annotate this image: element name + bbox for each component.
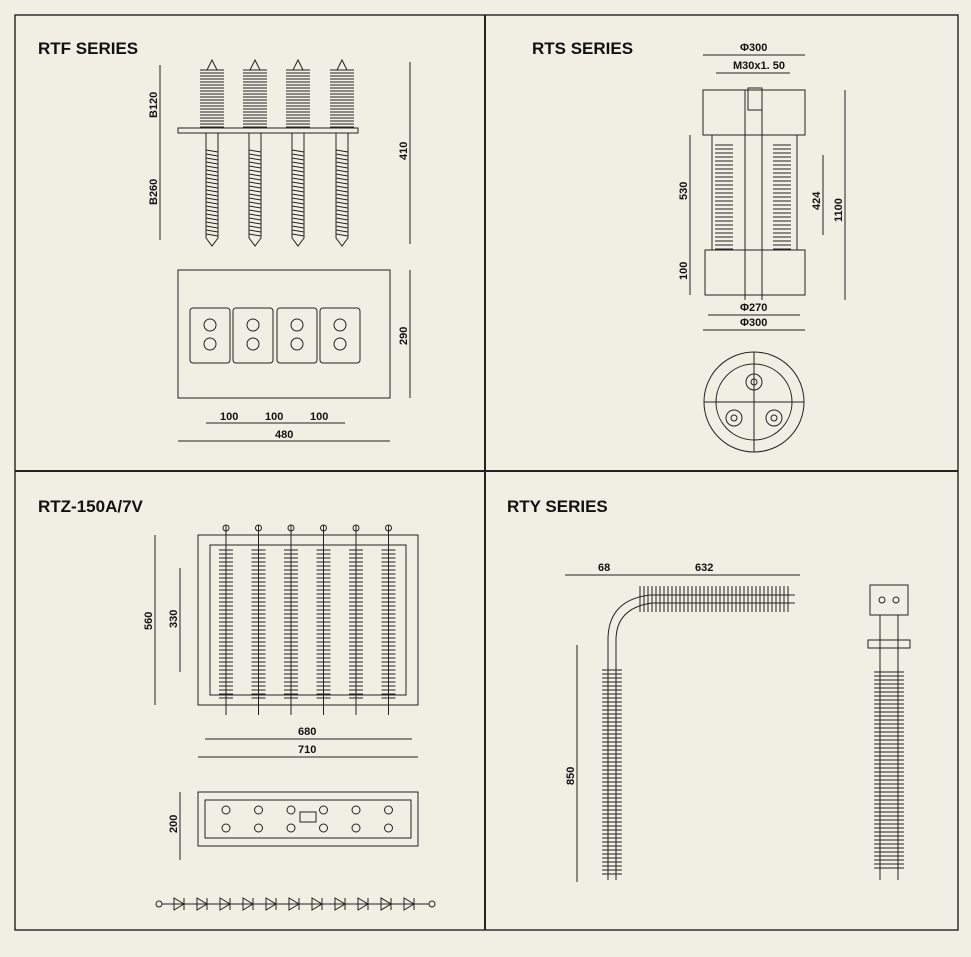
rtz-rod: [251, 524, 266, 715]
rtz-rod: [316, 524, 331, 715]
rtf-rod: [330, 58, 354, 247]
rtz-dim-330: 330: [168, 610, 180, 628]
rtf-resistor-rods: [200, 58, 354, 247]
rtf-rod: [243, 58, 267, 247]
rts-dim-530: 530: [678, 182, 690, 200]
rty-panel: RTY SERIES 68 632 850: [507, 497, 911, 882]
rtz-resistor-rods: [219, 524, 396, 715]
rts-dim-phi270: Φ270: [740, 302, 767, 314]
rtz-rod: [219, 524, 233, 715]
rtz-panel: RTZ-150A/7V 560 330 680 710 200: [38, 497, 436, 911]
diode-symbol: [334, 897, 346, 911]
rts-dim-424: 424: [811, 191, 823, 210]
rtf-dim-480: 480: [275, 429, 293, 441]
rts-dim-phi300-bottom: Φ300: [740, 317, 767, 329]
diode-symbol: [196, 897, 208, 911]
rts-title: RTS SERIES: [532, 39, 633, 58]
rtf-terminal-block: [189, 307, 231, 364]
rts-dim-1100: 1100: [833, 198, 845, 222]
diode-symbol: [380, 897, 392, 911]
diode-symbol: [357, 897, 369, 911]
rty-front-view: [867, 584, 911, 880]
rtz-rod: [349, 524, 363, 715]
rtf-dim-pitch-2: 100: [265, 411, 283, 423]
rts-coils: [715, 144, 791, 250]
rtz-dim-680: 680: [298, 726, 316, 738]
diode-symbol: [219, 897, 231, 911]
rty-dim-850: 850: [565, 767, 577, 785]
rts-base: [704, 249, 806, 296]
rtz-title: RTZ-150A/7V: [38, 497, 144, 516]
rtf-dim-b120: B120: [148, 92, 160, 118]
rts-panel: RTS SERIES Φ300 M30x1. 50 530 100 424 11…: [532, 39, 846, 453]
rts-dim-100: 100: [678, 262, 690, 280]
rty-dim-68: 68: [598, 562, 610, 574]
rtf-panel: RTF SERIES B120 B260 410 290 100 100 100…: [38, 39, 411, 442]
rty-title: RTY SERIES: [507, 497, 608, 516]
rts-top-cap: [702, 89, 806, 136]
diode-symbol: [288, 897, 300, 911]
rts-dim-phi300-top: Φ300: [740, 42, 767, 54]
rty-dim-632: 632: [695, 562, 713, 574]
rtf-terminal-blocks: [189, 307, 361, 364]
rtf-mount-plate: [177, 127, 359, 134]
rtf-base-plate: [177, 269, 391, 399]
rtf-rod: [286, 58, 310, 247]
rtz-rod: [284, 524, 298, 715]
rty-element-bent: [607, 594, 795, 880]
rtf-terminal-block: [232, 307, 274, 364]
rtz-dim-710: 710: [298, 744, 316, 756]
rtz-side-view: [197, 791, 419, 847]
rtf-dim-b260: B260: [148, 179, 160, 205]
rtf-dim-pitch-3: 100: [310, 411, 328, 423]
rtf-terminal-block: [319, 307, 361, 364]
rtz-diode-chain-schematic: [155, 897, 436, 911]
rtz-frame: [197, 534, 419, 706]
rts-dim-thread: M30x1. 50: [733, 60, 785, 72]
diode-symbol: [403, 897, 415, 911]
rtf-dim-pitch-1: 100: [220, 411, 238, 423]
rts-top-view: [703, 351, 805, 453]
rty-fins: [602, 586, 789, 875]
diode-symbol: [173, 897, 185, 911]
rtz-dim-560: 560: [143, 612, 155, 630]
diode-symbol: [242, 897, 254, 911]
rtf-dim-410: 410: [398, 142, 410, 160]
diode-symbol: [311, 897, 323, 911]
rtf-rod: [200, 58, 224, 247]
sheet-border: [14, 14, 959, 931]
rtf-terminal-block: [276, 307, 318, 364]
rtf-title: RTF SERIES: [38, 39, 138, 58]
rtz-rod: [381, 524, 396, 715]
diode-symbol: [265, 897, 277, 911]
rtz-dim-200: 200: [168, 815, 180, 833]
rtf-dim-290: 290: [398, 327, 410, 345]
